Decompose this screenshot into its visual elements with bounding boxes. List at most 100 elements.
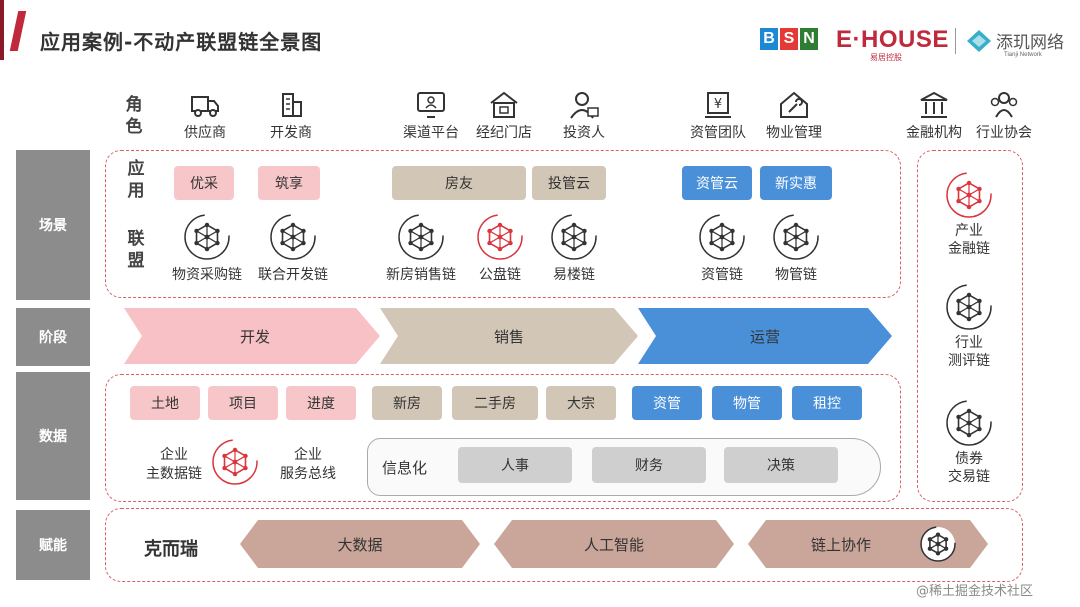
enable-panel	[105, 508, 1023, 582]
header-accent-dark	[0, 0, 4, 60]
chain-public-listing: 公盘链	[460, 212, 540, 284]
wrench-icon	[780, 91, 808, 118]
chain-label: 物资采购链	[172, 267, 242, 283]
chain-material-procurement: 物资采购链	[160, 212, 254, 284]
role-supplier: 供应商	[172, 90, 238, 142]
data-land: 土地	[130, 386, 200, 420]
store-icon	[490, 91, 518, 118]
informatization-label: 信息化	[382, 459, 428, 477]
logo-divider	[955, 28, 956, 54]
role-label: 资管团队	[690, 125, 746, 141]
enterprise-service-bus-label: 企业 服务总线	[270, 446, 346, 484]
role-label: 开发商	[270, 125, 312, 141]
role-label: 物业管理	[766, 125, 822, 141]
row-label-scene: 场景	[16, 150, 90, 300]
chain-label-line1: 债券	[955, 451, 983, 467]
app-fangyou: 房友	[392, 166, 526, 200]
chain-industry-rating: 行业 测评链	[922, 282, 1016, 370]
info-finance: 财务	[592, 447, 706, 483]
enable-label-ai: 人工智能	[583, 535, 644, 554]
role-label: 行业协会	[976, 125, 1032, 141]
bank-icon	[920, 91, 948, 118]
bsn-logo: B S N	[760, 28, 820, 50]
chain-yilou: 易楼链	[534, 212, 614, 284]
role-label: 渠道平台	[403, 125, 459, 141]
row-label-data: 数据	[16, 372, 90, 500]
blockchain-hex-red-icon	[946, 172, 992, 218]
blockchain-hex-small-icon	[920, 526, 956, 562]
chain-joint-development: 联合开发链	[246, 212, 340, 284]
bsn-letter-n: N	[800, 28, 818, 50]
label-line1: 企业	[160, 447, 188, 463]
row-label-stage: 阶段	[16, 308, 90, 366]
chain-label-line2: 测评链	[948, 353, 990, 369]
blockchain-hex-red-icon	[477, 214, 523, 260]
investor-icon	[570, 92, 599, 119]
blockchain-hex-icon	[551, 214, 597, 260]
role-property-mgmt: 物业管理	[756, 90, 832, 142]
blockchain-hex-icon	[398, 214, 444, 260]
chain-label-line2: 金融链	[948, 241, 990, 257]
data-progress: 进度	[286, 386, 356, 420]
chain-collab-icon-wrap	[916, 524, 960, 568]
blockchain-hex-icon	[946, 284, 992, 330]
chain-new-home-sales: 新房销售链	[374, 212, 468, 284]
stage-label-operate: 运营	[749, 327, 780, 346]
role-brokerage-store: 经纪门店	[466, 90, 542, 142]
chain-label-line1: 产业	[955, 223, 983, 239]
enterprise-master-data-label: 企业 主数据链	[138, 446, 210, 484]
chain-label: 公盘链	[479, 267, 521, 283]
stage-arrow-develop	[124, 308, 380, 364]
svg-text:¥: ¥	[714, 97, 722, 112]
blockchain-hex-icon	[946, 400, 992, 446]
stage-arrow-operate	[638, 308, 892, 364]
monitor-icon	[417, 92, 445, 118]
chain-bond-trading: 债券 交易链	[922, 398, 1016, 486]
row-label-enable: 赋能	[16, 510, 90, 580]
group-icon	[990, 92, 1018, 118]
data-property-mgmt: 物管	[712, 386, 782, 420]
chain-label: 新房销售链	[386, 267, 456, 283]
side-chains-panel	[917, 150, 1023, 502]
tianji-logo: 添玑网络	[966, 28, 1064, 53]
tianji-logo-text: 添玑网络	[996, 33, 1064, 53]
master-data-chain	[208, 437, 262, 491]
app-xinshihui: 新实惠	[760, 166, 832, 200]
data-bulk: 大宗	[546, 386, 616, 420]
role-asset-team: ¥ 资管团队	[680, 90, 756, 142]
stage-arrows	[124, 308, 892, 364]
app-youcai: 优采	[174, 166, 234, 200]
chain-label-line1: 行业	[955, 335, 983, 351]
tianji-logo-sub: Tianji Network	[1004, 52, 1042, 58]
enable-arrow-ai	[494, 520, 734, 568]
data-second-hand: 二手房	[452, 386, 538, 420]
chain-label: 易楼链	[553, 267, 595, 283]
data-new-home: 新房	[372, 386, 442, 420]
scene-panel	[105, 150, 901, 298]
truck-icon	[191, 96, 219, 117]
stage-label-sales: 销售	[493, 327, 524, 346]
blockchain-hex-icon	[184, 214, 230, 260]
chain-industry-finance: 产业 金融链	[922, 170, 1016, 258]
data-project: 项目	[208, 386, 278, 420]
blockchain-hex-icon	[270, 214, 316, 260]
label-line2: 服务总线	[280, 466, 336, 482]
page-title: 应用案例-不动产联盟链全景图	[40, 30, 323, 54]
chain-label-line2: 交易链	[948, 469, 990, 485]
role-label: 投资人	[563, 125, 605, 141]
app-ziguanyun: 资管云	[682, 166, 752, 200]
chain-property-mgmt: 物管链	[756, 212, 836, 284]
alliance-heading: 联盟	[127, 229, 145, 271]
data-panel	[105, 374, 901, 502]
data-asset-mgmt: 资管	[632, 386, 702, 420]
blockchain-hex-icon	[773, 214, 819, 260]
label-line1: 企业	[294, 447, 322, 463]
bsn-letter-b: B	[760, 28, 778, 50]
bsn-letter-s: S	[780, 28, 798, 50]
data-rent-control: 租控	[792, 386, 862, 420]
app-heading: 应用	[127, 159, 145, 201]
asset-team-icon: ¥	[705, 92, 731, 118]
app-zhuxiang: 筑享	[258, 166, 320, 200]
app-touguanyun: 投管云	[532, 166, 606, 200]
ehouse-logo-sub: 易居控股	[870, 53, 902, 62]
